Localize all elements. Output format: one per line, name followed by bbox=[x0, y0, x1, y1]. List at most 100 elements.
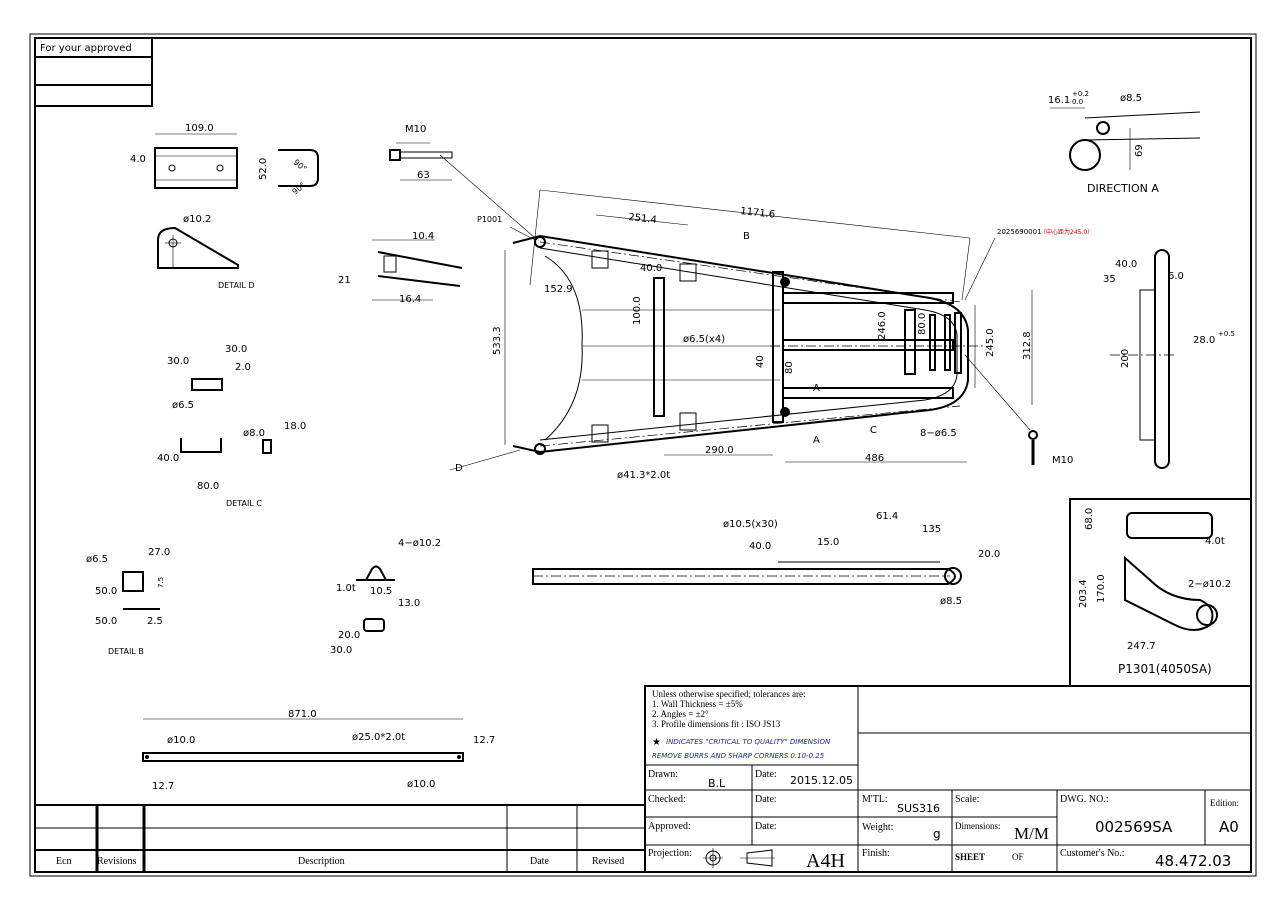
dim-label: ø10.2 bbox=[183, 214, 211, 225]
part-note-cn: （中心距为245.0） bbox=[1040, 228, 1093, 236]
dim-label: 10.4 bbox=[412, 231, 434, 242]
dim-label: 16.1 bbox=[1048, 95, 1070, 106]
checked-label: Checked: bbox=[648, 794, 686, 805]
dim-label: ø6.5 bbox=[172, 400, 194, 411]
sheet-label: SHEET bbox=[955, 852, 985, 862]
view-title: DETAIL D bbox=[218, 281, 254, 290]
dwg-no-value: 002569SA bbox=[1095, 818, 1173, 836]
main-frame-view: P1001 1171.6 251.4 B 40.0 152.9 100.0 53… bbox=[449, 189, 1093, 481]
column-header: Date bbox=[530, 856, 549, 867]
dim-label: 245.0 bbox=[985, 328, 996, 357]
view-title: DIRECTION A bbox=[1087, 182, 1159, 195]
ctq-note: INDICATES "CRITICAL TO QUALITY" DIMENSIO… bbox=[666, 738, 831, 746]
dim-label: ø10.0 bbox=[167, 735, 195, 746]
projection-symbol-icon bbox=[703, 848, 775, 868]
dim-label: 30.0 bbox=[225, 344, 247, 355]
dim-label: 40 bbox=[755, 355, 766, 368]
scale-label: Scale: bbox=[955, 794, 979, 805]
dim-label: 251.4 bbox=[628, 212, 658, 226]
dim-label: ø41.3*2.0t bbox=[617, 470, 670, 481]
column-header: Ecn bbox=[56, 856, 72, 867]
dim-label: 18.0 bbox=[284, 421, 306, 432]
dim-label: 12.7 bbox=[473, 735, 495, 746]
outer-border bbox=[29, 33, 1257, 877]
dim-label: 20.0 bbox=[338, 630, 360, 641]
title-block: Unless otherwise specified; tolerances a… bbox=[644, 685, 1252, 873]
dim-label: 6.0 bbox=[1168, 271, 1184, 282]
dim-label: 200 bbox=[1120, 349, 1131, 368]
dim-label: 40.0 bbox=[640, 263, 662, 274]
tolerance-label: +0.5 bbox=[1218, 330, 1235, 338]
note-line: 3. Profile dimensions fit : ISO JS13 bbox=[652, 719, 781, 729]
detail-marker: D bbox=[455, 463, 463, 474]
dim-label: 27.0 bbox=[148, 547, 170, 558]
dimensions-value: M/M bbox=[1014, 824, 1049, 843]
dim-label: ø8.0 bbox=[243, 428, 265, 439]
dim-label: 80.0 bbox=[197, 481, 219, 492]
dim-label: ø8.5 bbox=[940, 596, 962, 607]
dim-label: 4.0t bbox=[1205, 536, 1225, 547]
detail-d: ø10.2 DETAIL D bbox=[157, 214, 254, 290]
detail-b: ø6.5 27.0 7.5 50.0 50.0 2.5 DETAIL B bbox=[86, 547, 170, 656]
approved-label: Approved: bbox=[648, 821, 691, 832]
part-note-code: 2025690001 bbox=[997, 228, 1042, 236]
dim-label: 28.0 bbox=[1193, 335, 1215, 346]
material-value: SUS316 bbox=[897, 802, 940, 815]
dim-label: 63 bbox=[417, 170, 430, 181]
dim-label: 30.0 bbox=[167, 356, 189, 367]
dim-label: 52.0 bbox=[258, 158, 269, 180]
dim-label: 80 bbox=[784, 361, 795, 374]
dim-label: 170.0 bbox=[1096, 574, 1107, 603]
dim-label: 486 bbox=[865, 453, 884, 464]
view-title: DETAIL B bbox=[108, 647, 144, 656]
dim-label: 61.4 bbox=[876, 511, 898, 522]
edition-value: A0 bbox=[1219, 818, 1239, 836]
weight-unit: g bbox=[933, 827, 941, 841]
dim-label: 50.0 bbox=[95, 616, 117, 627]
dim-label: 247.7 bbox=[1127, 641, 1156, 652]
dim-label: 290.0 bbox=[705, 445, 734, 456]
dim-label: P1001 bbox=[477, 215, 502, 224]
dim-label: ø25.0*2.0t bbox=[352, 732, 405, 743]
note-line: Unless otherwise specified; tolerances a… bbox=[652, 689, 805, 699]
drawn-date: 2015.12.05 bbox=[790, 774, 853, 787]
direction-a-view: 16.1 +0.2 0.0 ø8.5 69 DIRECTION A bbox=[1048, 90, 1201, 195]
dim-label: 4−ø10.2 bbox=[398, 538, 441, 549]
dim-label: 2−ø10.2 bbox=[1188, 579, 1231, 590]
dim-label: 20.0 bbox=[978, 549, 1000, 560]
p1301-view: 68.0 4.0t 203.4 170.0 2−ø10.2 247.7 P130… bbox=[1069, 498, 1252, 687]
section-marker: A bbox=[813, 383, 820, 394]
inner-border bbox=[34, 37, 1252, 873]
dim-label: ø10.5(x30) bbox=[723, 519, 778, 530]
dim-label: B bbox=[743, 231, 750, 242]
dim-label: 90° bbox=[291, 181, 308, 197]
paper-size: A4H bbox=[806, 850, 845, 872]
dim-label: ø6.5 bbox=[86, 554, 108, 565]
dim-label: M10 bbox=[405, 124, 426, 135]
dim-label: 246.0 bbox=[877, 311, 888, 340]
dim-label: 21 bbox=[338, 275, 351, 286]
edition-label: Edition: bbox=[1210, 798, 1239, 808]
column-header: Description bbox=[298, 856, 345, 867]
material-label: M'TL: bbox=[862, 794, 888, 805]
of-label: OF bbox=[1012, 852, 1024, 862]
dim-label: 30.0 bbox=[330, 645, 352, 656]
dim-label: 135 bbox=[922, 524, 941, 535]
side-bar-view: ø10.5(x30) 61.4 15.0 40.0 135 20.0 ø8.5 bbox=[532, 511, 1000, 607]
note-line: 2. Angles = ±2° bbox=[652, 709, 709, 719]
dim-label: 1171.6 bbox=[740, 206, 776, 221]
drawn-value: B.L bbox=[708, 777, 726, 790]
dim-label: 16.4 bbox=[399, 294, 421, 305]
date-label: Date: bbox=[755, 821, 777, 832]
dim-label: 68.0 bbox=[1084, 508, 1095, 530]
finish-label: Finish: bbox=[862, 848, 890, 859]
side-plate-view: 40.0 35 6.0 200 28.0 +0.5 bbox=[1103, 249, 1235, 469]
note-line: 1. Wall Thickness = ±5% bbox=[652, 699, 743, 709]
column-header: Revised bbox=[592, 856, 624, 867]
dim-label: 312.8 bbox=[1022, 331, 1033, 360]
dim-label: 69 bbox=[1134, 144, 1145, 157]
star-icon: ★ bbox=[652, 737, 661, 748]
dim-label: 533.3 bbox=[492, 326, 503, 355]
dim-label: 35 bbox=[1103, 274, 1116, 285]
